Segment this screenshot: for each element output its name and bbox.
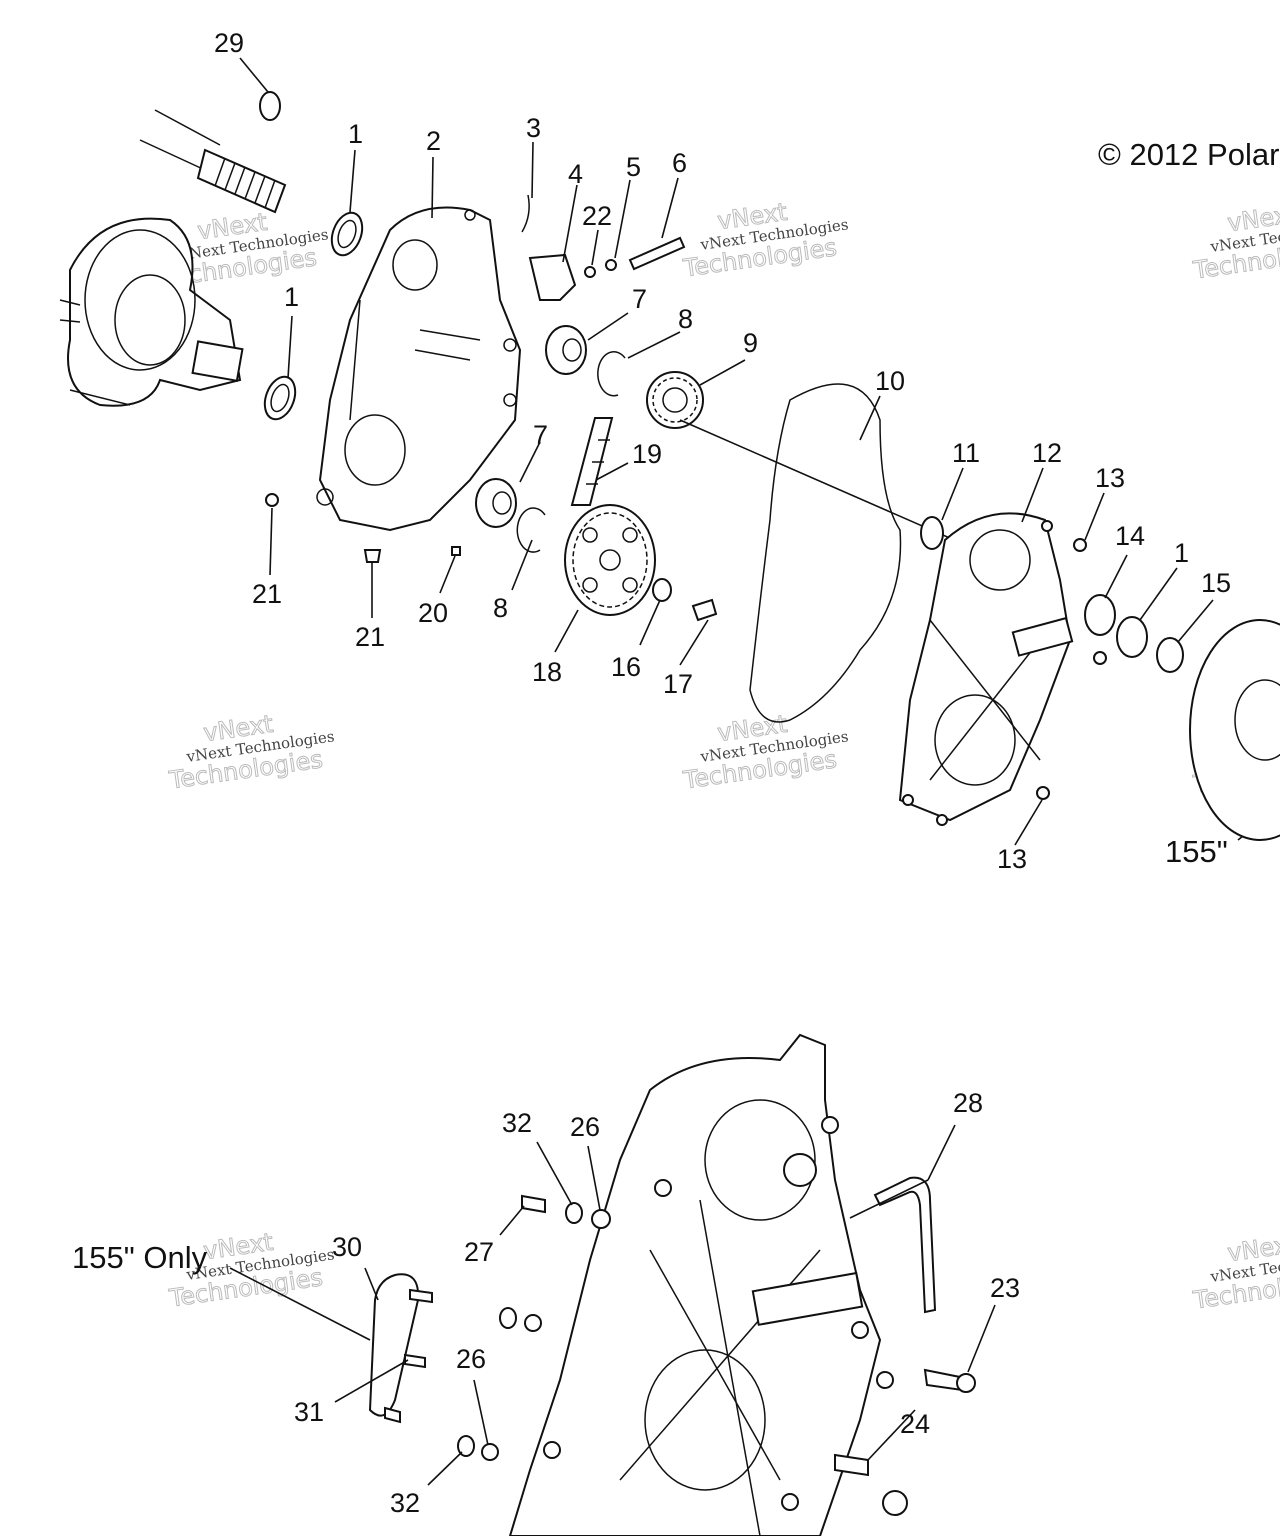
part-label-1c: 1 <box>1174 538 1189 568</box>
part-label-16: 16 <box>611 652 641 682</box>
seal <box>330 211 364 257</box>
part-label-31: 31 <box>294 1397 324 1427</box>
part-label-2: 2 <box>426 126 441 156</box>
bottom-gear <box>564 504 656 616</box>
part-label-17: 17 <box>663 669 693 699</box>
bolt <box>691 598 718 622</box>
part-label-21: 21 <box>252 579 282 609</box>
part-label-8: 8 <box>678 304 693 334</box>
tensioner-block <box>528 253 577 301</box>
bearing <box>1084 594 1116 636</box>
part-label-1: 1 <box>348 119 363 149</box>
spring-clip <box>521 194 530 233</box>
part-label-27: 27 <box>464 1237 494 1267</box>
stud <box>404 1353 426 1369</box>
part-label-12: 12 <box>1032 438 1062 468</box>
dowel-pin <box>451 546 461 556</box>
snap-ring <box>597 351 626 397</box>
drain-plug <box>363 549 382 563</box>
nut <box>481 1443 499 1461</box>
chaincase-cover <box>898 512 1074 826</box>
bolt <box>834 1453 869 1477</box>
part-label-8b: 8 <box>493 593 508 623</box>
part-label-4: 4 <box>568 159 583 189</box>
vent-hose <box>873 1176 937 1314</box>
cover-bolt <box>1073 538 1087 552</box>
o-ring <box>259 91 281 121</box>
chaincase-housing <box>316 206 522 532</box>
washer <box>499 1307 517 1329</box>
part-label-13b: 13 <box>997 844 1027 874</box>
bolt <box>923 1368 964 1392</box>
part-label-1b: 1 <box>284 282 299 312</box>
nut <box>605 259 617 271</box>
part-label-24: 24 <box>900 1409 930 1439</box>
nut <box>524 1314 542 1332</box>
part-label-3: 3 <box>526 113 541 143</box>
large-sprocket <box>1189 619 1280 841</box>
spacer <box>1156 637 1184 673</box>
plug <box>265 493 279 507</box>
part-label-23: 23 <box>990 1273 1020 1303</box>
part-label-9: 9 <box>743 328 758 358</box>
note-155: 155" <box>1165 834 1228 869</box>
part-label-14: 14 <box>1115 521 1145 551</box>
bearing <box>545 325 587 375</box>
part-label-26b: 26 <box>456 1344 486 1374</box>
seal <box>263 375 297 421</box>
top-gear <box>646 371 704 429</box>
part-label-13: 13 <box>1095 463 1125 493</box>
part-label-10: 10 <box>875 366 905 396</box>
part-label-32: 32 <box>502 1108 532 1138</box>
copyright-text: © 2012 Polar <box>1098 137 1279 172</box>
chaincase-assembled <box>508 1033 894 1536</box>
seal <box>1116 616 1148 658</box>
part-number-labels: 29 1 2 3 4 22 5 6 1 7 8 9 7 19 10 11 12 … <box>214 28 1231 1518</box>
snap-ring <box>516 507 546 553</box>
washer <box>457 1435 475 1457</box>
cover-bolt <box>1036 786 1050 800</box>
nut <box>591 1209 611 1229</box>
part-label-30: 30 <box>332 1232 362 1262</box>
washer <box>652 578 672 602</box>
bearing <box>475 478 517 528</box>
part-label-20: 20 <box>418 598 448 628</box>
gasket <box>749 383 902 723</box>
part-label-32b: 32 <box>390 1488 420 1518</box>
part-label-18: 18 <box>532 657 562 687</box>
part-label-28: 28 <box>953 1088 983 1118</box>
part-label-7: 7 <box>632 284 647 314</box>
washer <box>584 266 596 278</box>
part-label-19: 19 <box>632 439 662 469</box>
part-label-7b: 7 <box>533 420 548 450</box>
seal <box>920 516 944 550</box>
washer <box>565 1202 583 1224</box>
note-155-only: 155" Only <box>72 1240 208 1275</box>
alignment-line <box>679 419 1001 561</box>
leader-lines <box>229 57 1214 1486</box>
bolt <box>628 236 686 271</box>
part-label-5: 5 <box>626 152 641 182</box>
splined-shaft <box>139 109 287 214</box>
bolt <box>521 1194 546 1214</box>
part-label-22: 22 <box>582 201 612 231</box>
watermark-group: vNext vNext Technologies Technologies vN… <box>160 197 1280 1315</box>
part-label-15: 15 <box>1201 568 1231 598</box>
bracket <box>368 1273 420 1417</box>
part-label-6: 6 <box>672 148 687 178</box>
part-label-11: 11 <box>952 438 980 468</box>
cover-bolt <box>1093 651 1107 665</box>
part-label-26: 26 <box>570 1112 600 1142</box>
nut <box>882 1490 908 1516</box>
drive-sprocket-assembly <box>59 217 244 407</box>
part-label-21b: 21 <box>355 622 385 652</box>
part-label-29: 29 <box>214 28 244 58</box>
